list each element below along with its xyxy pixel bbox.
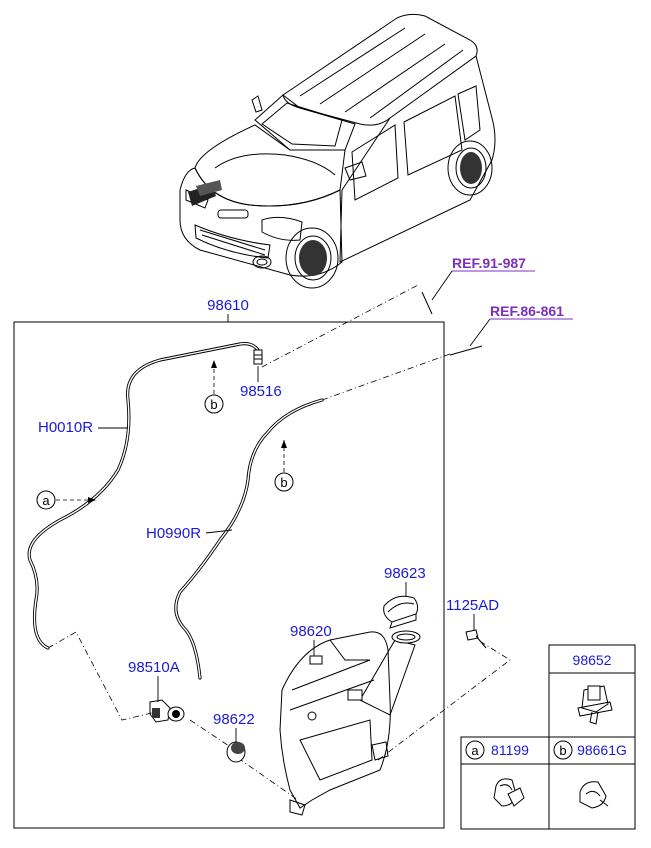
label-98610: 98610 [207, 297, 249, 314]
label-98620: 98620 [290, 623, 332, 640]
svg-text:a: a [471, 743, 479, 758]
svg-text:b: b [210, 397, 217, 412]
pump-98510a [149, 699, 185, 723]
reservoir-98620 [279, 630, 421, 816]
bolt-1125ad [465, 629, 487, 649]
hose-h0990r [174, 398, 324, 680]
cap-98623 [383, 595, 419, 629]
legend-marker-a [465, 740, 485, 760]
car-illustration [179, 13, 496, 289]
label-1125ad: 1125AD [446, 597, 499, 614]
legend-part-98652: 98652 [573, 652, 612, 668]
legend-table [460, 644, 636, 830]
label-h0010r: H0010R [38, 419, 93, 436]
svg-text:a: a [42, 493, 50, 508]
marker-a [36, 490, 56, 510]
label-98622: 98622 [213, 711, 255, 728]
hose-h0010r [27, 342, 260, 650]
clip-98661g-icon [579, 781, 609, 809]
ref-91-987: REF.91-987 [452, 255, 526, 271]
ref-86-861: REF.86-861 [490, 303, 564, 319]
marker-b-lower [274, 472, 294, 492]
grommet-98622 [226, 741, 246, 763]
nozzle-98516 [253, 349, 263, 365]
label-98510a: 98510A [128, 659, 180, 676]
legend-marker-b [553, 740, 573, 760]
label-98623: 98623 [384, 565, 426, 582]
svg-text:b: b [280, 475, 287, 490]
clip-98652-icon [577, 685, 613, 725]
legend-part-81199: 81199 [491, 742, 529, 758]
svg-text:b: b [559, 743, 566, 758]
label-98516: 98516 [240, 383, 282, 400]
legend-part-98661g: 98661G [577, 742, 627, 758]
assembly-frame [13, 321, 445, 829]
label-h0990r: H0990R [146, 525, 201, 542]
clip-81199-icon [493, 778, 525, 807]
marker-b-upper [204, 394, 224, 414]
